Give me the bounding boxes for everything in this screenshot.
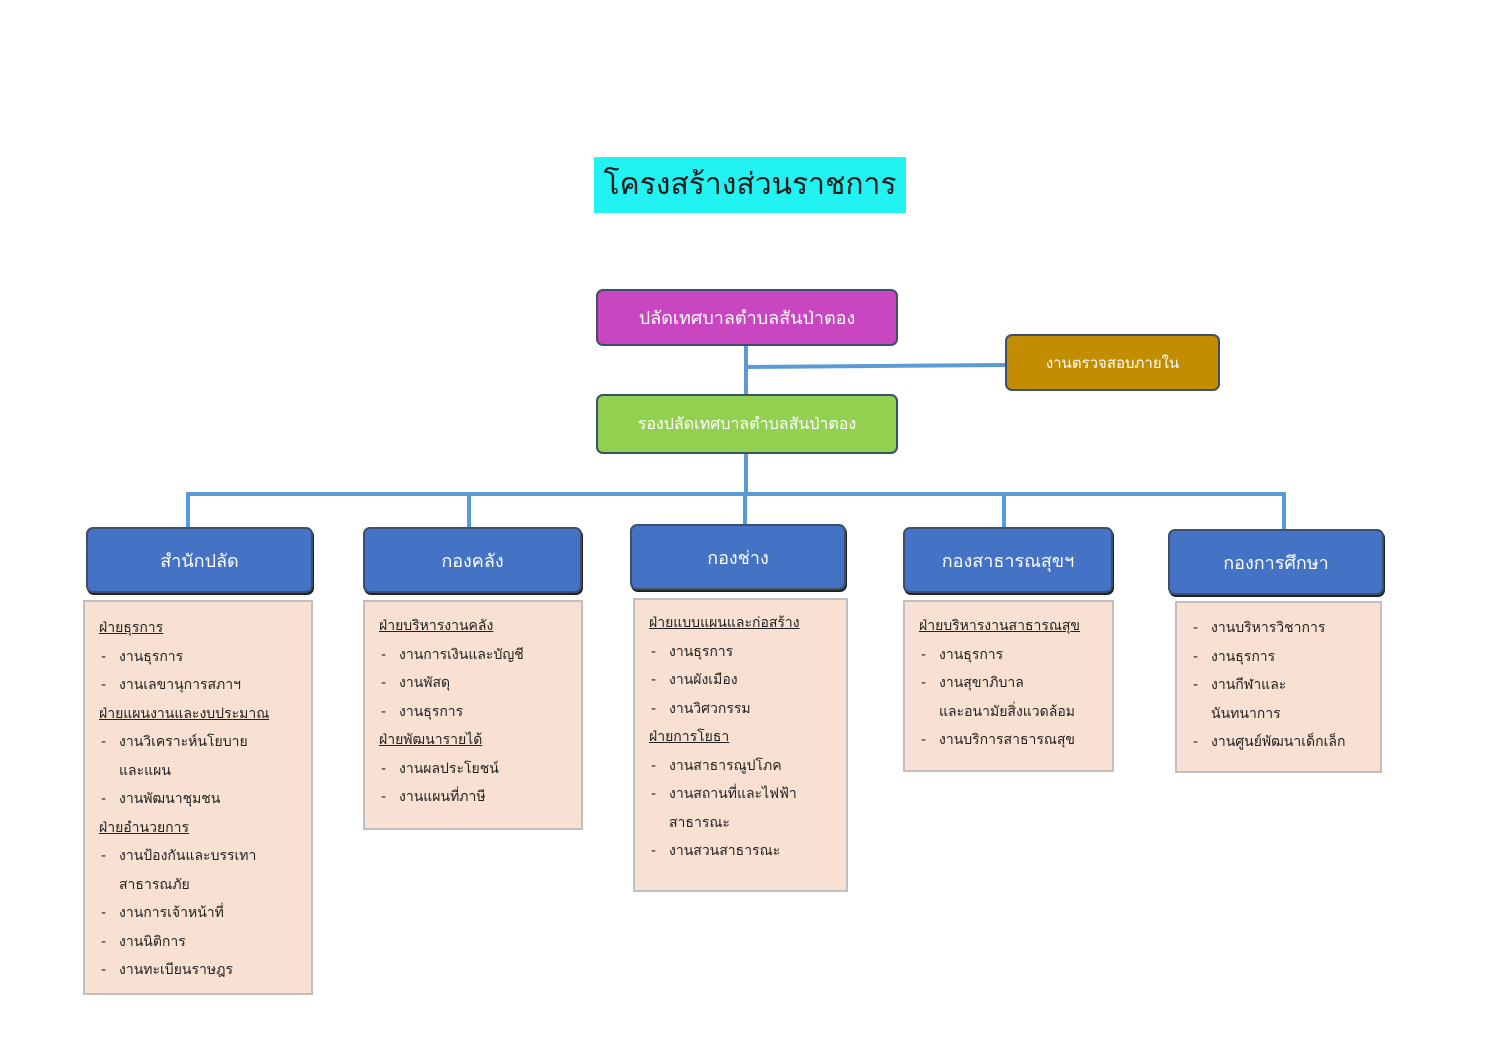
list-item: งานผลประโยชน์: [379, 755, 581, 784]
list-item: งานนิติการ: [99, 928, 311, 957]
list-item: งานสุขาภิบาล: [919, 669, 1112, 698]
department-box-5: กองการศึกษา: [1168, 529, 1384, 595]
list-item: งานสาธารณูปโภค: [649, 752, 846, 781]
list-item: งานธุรการ: [379, 698, 581, 727]
unit-list: ฝ่ายแบบแผนและก่อสร้างงานธุรการงานผังเมือ…: [649, 609, 846, 866]
list-item: งานผังเมือง: [649, 666, 846, 695]
section-heading: ฝ่ายอำนวยการ: [99, 819, 190, 836]
list-item: งานทะเบียนราษฎร: [99, 956, 311, 985]
section-heading: ฝ่ายบริหารงานสาธารณสุข: [919, 618, 1080, 634]
list-item: งานธุรการ: [1191, 643, 1380, 672]
list-item: งานสวนสาธารณะ: [649, 837, 846, 866]
department-box-1: สำนักปลัด: [86, 527, 313, 593]
department-panel-5: งานบริหารวิชาการงานธุรการงานกีฬาและนันทน…: [1175, 601, 1382, 773]
department-panel-1: ฝ่ายธุรการงานธุรการงานเลขานุการสภาฯฝ่ายแ…: [83, 600, 313, 995]
list-item: งานพัสดุ: [379, 669, 581, 698]
list-item: งานบริการสาธารณสุข: [919, 726, 1112, 755]
section-heading: ฝ่ายบริหารงานคลัง: [379, 618, 494, 634]
section-heading: ฝ่ายแบบแผนและก่อสร้าง: [649, 615, 800, 631]
list-item: งานการเงินและบัญชี: [379, 641, 581, 670]
department-box-4: กองสาธารณสุขฯ: [903, 527, 1113, 593]
list-item: งานวิศวกรรม: [649, 695, 846, 724]
list-item-continuation: และแผน: [119, 762, 171, 779]
unit-list: ฝ่ายบริหารงานสาธารณสุขงานธุรการงานสุขาภิ…: [919, 612, 1112, 755]
list-item: งานศูนย์พัฒนาเด็กเล็ก: [1191, 728, 1380, 757]
section-heading: ฝ่ายพัฒนารายได้: [379, 732, 483, 748]
list-item-continuation: สาธารณภัย: [119, 876, 190, 893]
list-item-continuation: และอนามัยสิ่งแวดล้อม: [939, 703, 1075, 720]
deputy-administrator-box: รองปลัดเทศบาลตำบลสันป่าตอง: [596, 394, 898, 454]
page-title: โครงสร้างส่วนราชการ: [594, 157, 906, 213]
section-heading: ฝ่ายการโยธา: [649, 729, 730, 745]
department-panel-2: ฝ่ายบริหารงานคลังงานการเงินและบัญชีงานพั…: [363, 600, 583, 830]
list-item: งานบริหารวิชาการ: [1191, 614, 1380, 643]
list-item: งานธุรการ: [649, 638, 846, 667]
list-item: งานสถานที่และไฟฟ้า: [649, 780, 846, 809]
unit-list: ฝ่ายบริหารงานคลังงานการเงินและบัญชีงานพั…: [379, 612, 581, 812]
chief-administrator-box: ปลัดเทศบาลตำบลสันป่าตอง: [596, 289, 898, 346]
list-item: งานป้องกันและบรรเทา: [99, 842, 311, 871]
section-heading: ฝ่ายแผนงานและงบประมาณ: [99, 705, 270, 722]
list-item: งานแผนที่ภาษี: [379, 783, 581, 812]
list-item-continuation: นันทนาการ: [1211, 705, 1281, 722]
list-item: งานวิเคราะห์นโยบาย: [99, 728, 311, 757]
department-box-2: กองคลัง: [363, 527, 582, 593]
list-item: งานพัฒนาชุมชน: [99, 785, 311, 814]
department-panel-4: ฝ่ายบริหารงานสาธารณสุขงานธุรการงานสุขาภิ…: [903, 600, 1114, 772]
list-item: งานธุรการ: [919, 641, 1112, 670]
section-heading: ฝ่ายธุรการ: [99, 620, 164, 636]
unit-list: ฝ่ายธุรการงานธุรการงานเลขานุการสภาฯฝ่ายแ…: [99, 614, 311, 985]
list-item: งานกีฬาและ: [1191, 671, 1380, 700]
list-item-continuation: สาธารณะ: [669, 814, 730, 831]
unit-list: งานบริหารวิชาการงานธุรการงานกีฬาและนันทน…: [1191, 614, 1380, 757]
list-item: งานธุรการ: [99, 643, 311, 672]
department-panel-3: ฝ่ายแบบแผนและก่อสร้างงานธุรการงานผังเมือ…: [633, 598, 848, 892]
department-box-3: กองช่าง: [630, 524, 846, 590]
internal-audit-box: งานตรวจสอบภายใน: [1005, 334, 1220, 391]
list-item: งานเลขานุการสภาฯ: [99, 671, 311, 700]
connector-audit: [745, 363, 1006, 369]
list-item: งานการเจ้าหน้าที่: [99, 899, 311, 928]
